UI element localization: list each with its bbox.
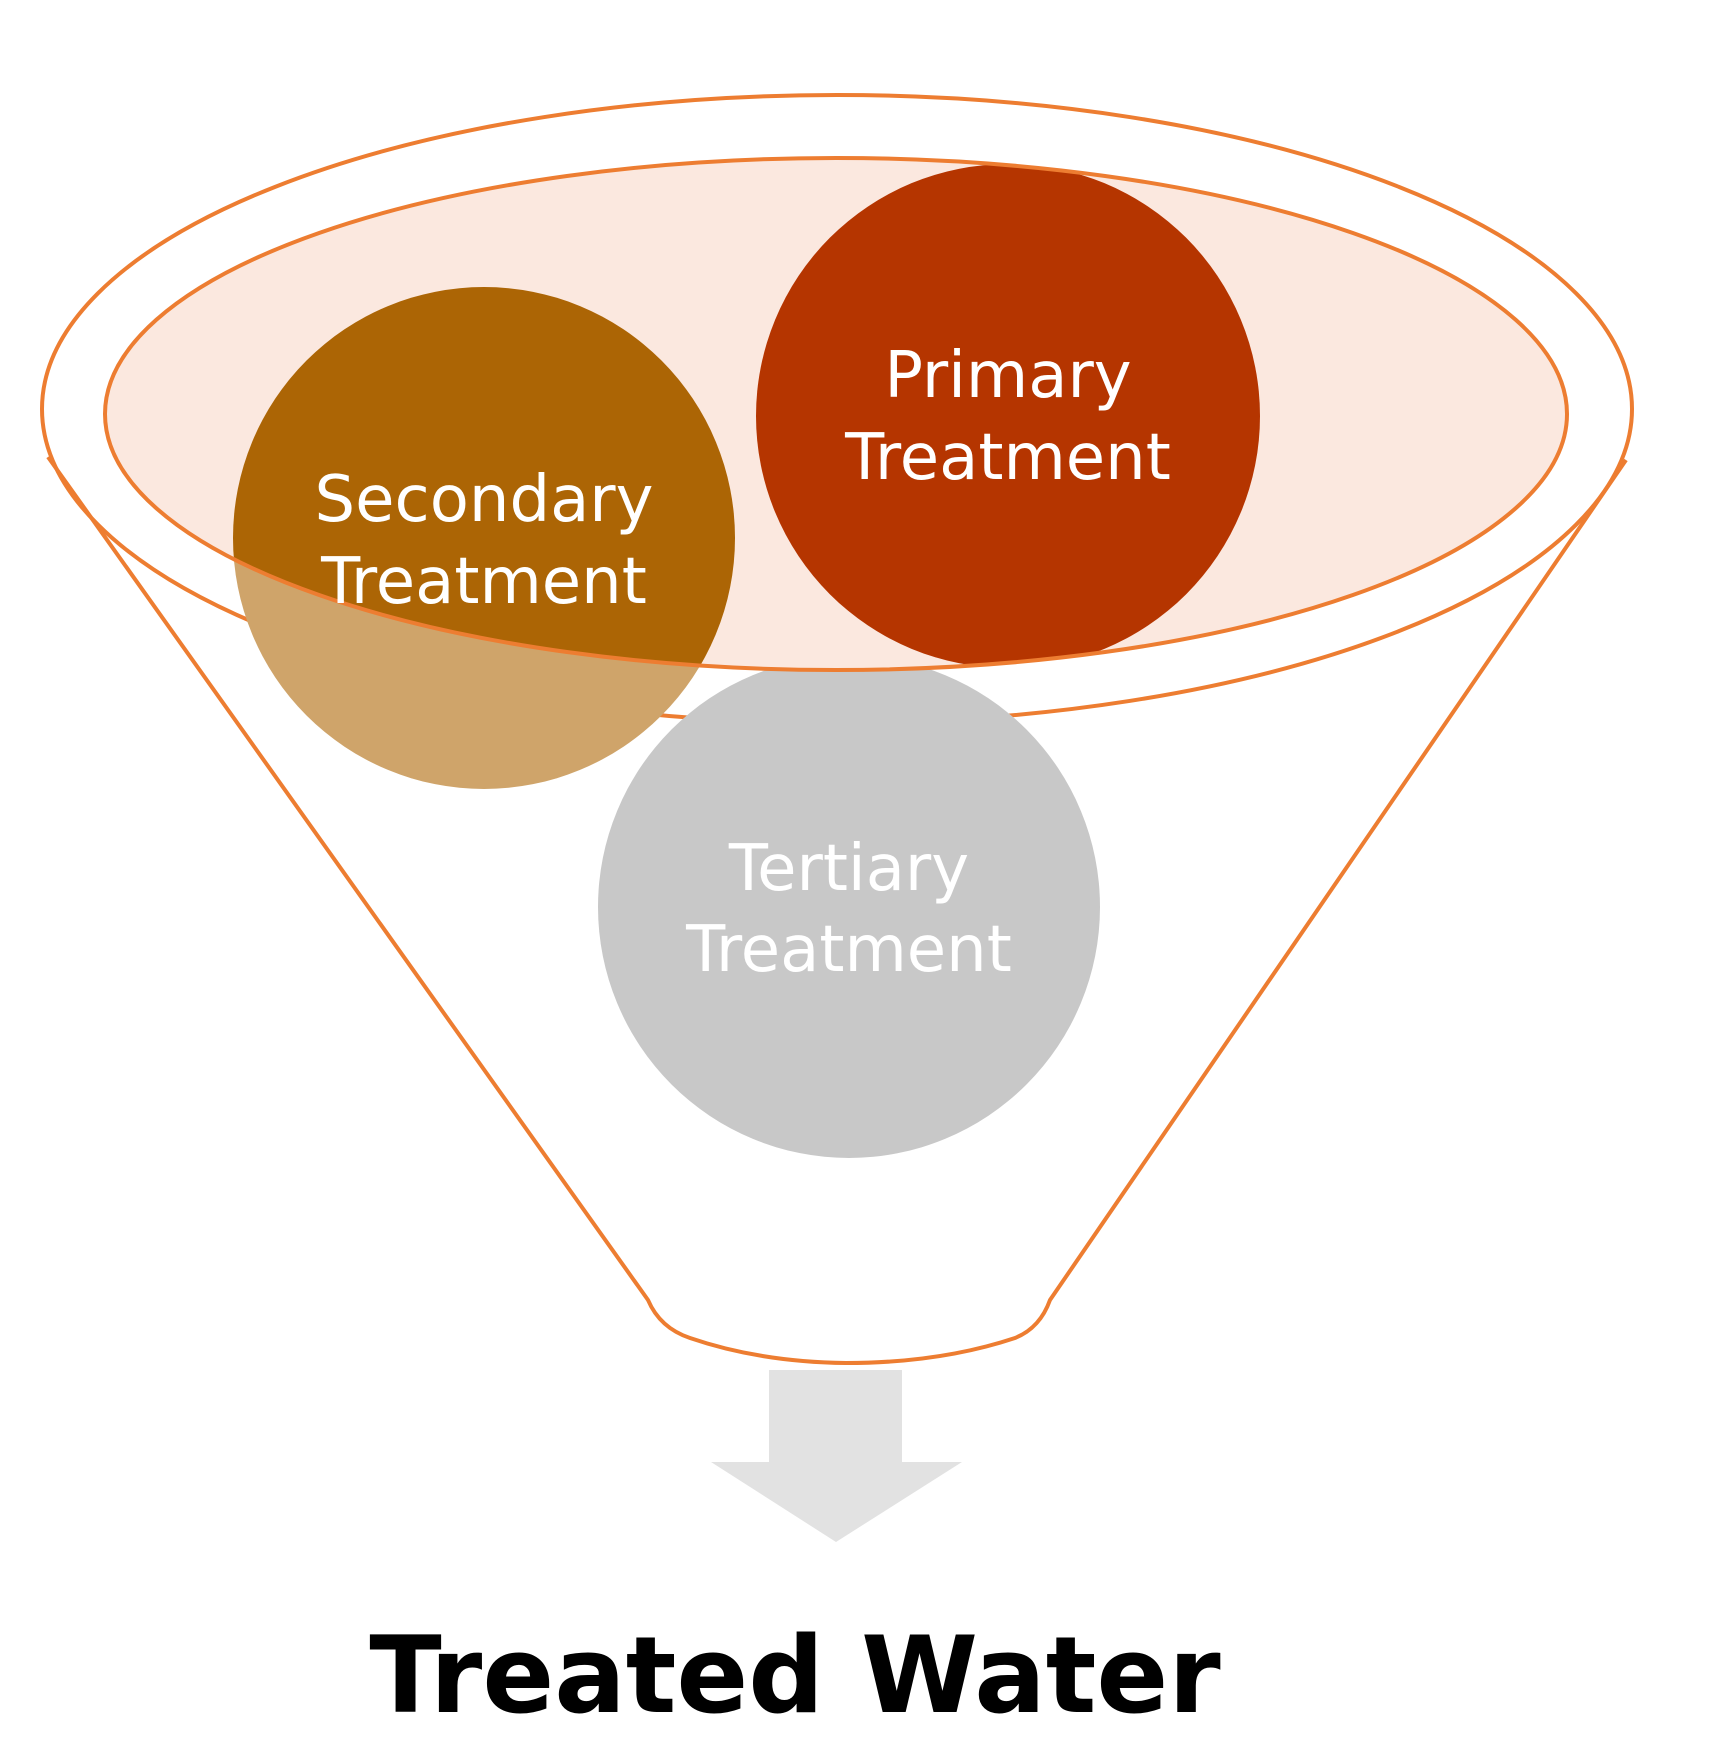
funnel-inner-rim — [103, 156, 1569, 672]
primary-treatment-label-2: Treatment — [844, 421, 1171, 495]
tertiary-label-line-1: Tertiary — [728, 832, 969, 906]
tertiary-treatment-label-2: Treatment — [685, 913, 1012, 987]
treated-water-label: Treated Water — [369, 1614, 1220, 1737]
primary-label-line-1: Primary — [884, 339, 1131, 413]
secondary-treatment-label: Secondary — [315, 463, 654, 537]
tertiary-treatment-circle — [598, 656, 1100, 1158]
tertiary-treatment-label: Tertiary — [728, 832, 969, 906]
secondary-label-line-1: Secondary — [315, 463, 654, 537]
down-arrow-icon — [711, 1370, 962, 1542]
primary-label-line-2: Treatment — [844, 421, 1171, 495]
primary-treatment-circle — [756, 164, 1260, 668]
secondary-label-line-2: Treatment — [320, 545, 647, 619]
funnel-body — [46, 455, 1628, 1365]
primary-treatment-label: Primary — [884, 339, 1131, 413]
secondary-treatment-label-2: Treatment — [320, 545, 647, 619]
tertiary-label-line-2: Treatment — [685, 913, 1012, 987]
